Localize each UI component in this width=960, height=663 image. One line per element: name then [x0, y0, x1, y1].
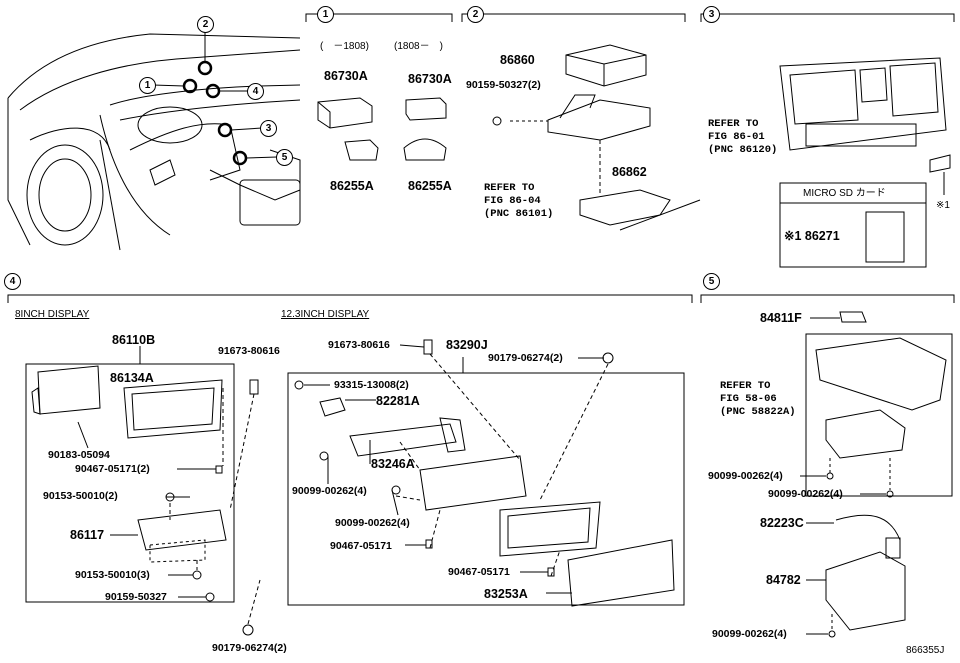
overview-leaders: [152, 34, 278, 159]
part-label: 83253A: [484, 587, 528, 601]
part-label: 86110B: [112, 333, 156, 347]
part-label: 90099-00262(4): [712, 628, 787, 640]
part-label: 90099-00262(4): [335, 517, 410, 529]
part-label: 86255A: [408, 179, 452, 193]
part-label: 90153-50010(3): [75, 569, 150, 581]
ref-line-1: REFER TO: [484, 182, 535, 194]
leaders-12inch-solid: [304, 344, 604, 594]
leaders-8inch: [169, 388, 261, 625]
part-label: 83246A: [371, 457, 415, 471]
vehicle-interior-drawing: [7, 30, 301, 251]
part-label: 93315-13008(2): [334, 379, 409, 391]
ref-line-1: REFER TO: [720, 380, 771, 392]
callout-3: 3: [260, 120, 277, 137]
part-label: 90159-50327(2): [466, 79, 541, 91]
part-label: 86117: [70, 528, 105, 542]
ref-line-2: FIG 86-04: [484, 195, 541, 207]
micro-sd-card: [865, 211, 905, 263]
part-label: 82223C: [760, 516, 804, 530]
section-brackets: [7, 13, 955, 303]
part-label: 90099-00262(4): [708, 470, 783, 482]
part-label: 86255A: [330, 179, 374, 193]
part-label: 90179-06274(2): [212, 642, 287, 654]
ref-line-2: FIG 86-01: [708, 131, 765, 143]
callout-2: 2: [197, 16, 214, 33]
box-8inch: [25, 363, 235, 603]
section-4-number: 4: [4, 273, 21, 290]
part-label: 90159-50327: [105, 591, 167, 603]
part-label: 82281A: [376, 394, 420, 408]
part-label: 84811F: [760, 311, 802, 325]
part-label: 90099-00262(4): [292, 485, 367, 497]
micro-sd-title: MICRO SD カード: [803, 188, 886, 199]
ref-line-2: FIG 58-06: [720, 393, 777, 405]
console-drawings: [800, 311, 947, 638]
range-after: (1808－ ): [394, 41, 443, 52]
part-label: 91673-80616: [218, 345, 280, 357]
head-unit-drawing: [779, 57, 951, 195]
section-5-number: 5: [703, 273, 720, 290]
part-label: 83290J: [446, 338, 488, 352]
box-12inch: [287, 372, 685, 606]
part-label: 90179-06274(2): [488, 352, 563, 364]
section2-drawings: [492, 44, 701, 231]
ref-line-3: (PNC 86120): [708, 144, 778, 156]
callout-1: 1: [139, 77, 156, 94]
ref-line-3: (PNC 58822A): [720, 406, 796, 418]
section-1-number: 1: [317, 6, 334, 23]
section-2-number: 2: [467, 6, 484, 23]
part-label: 84782: [766, 573, 801, 587]
display-8inch-drawings: [31, 365, 259, 636]
ref-line-1: REFER TO: [708, 118, 759, 130]
display-12inch-drawings: [294, 339, 675, 607]
callout-4: 4: [247, 83, 264, 100]
part-label: 86134A: [110, 371, 154, 385]
section-3-number: 3: [703, 6, 720, 23]
part-label: 86860: [500, 53, 535, 67]
range-before: ( －1808): [320, 41, 369, 52]
leaders-12inch: [395, 353, 609, 577]
ref-line-3: (PNC 86101): [484, 208, 554, 220]
part-label: 90467-05171(2): [75, 463, 150, 475]
part-label: 86862: [612, 165, 647, 179]
header-12inch-display: 12.3INCH DISPLAY: [281, 309, 370, 320]
part-label: 86730A: [408, 72, 452, 86]
micro-sd-box: [779, 182, 927, 268]
figure-id: 866355J: [906, 645, 945, 656]
header-8inch-display: 8INCH DISPLAY: [15, 309, 90, 320]
part-label: 90153-50010(2): [43, 490, 118, 502]
switch-drawings: [317, 97, 447, 161]
part-label: 91673-80616: [328, 339, 390, 351]
part-label: 90099-00262(4): [768, 488, 843, 500]
note-mark: ※1: [936, 200, 950, 211]
box-console: [805, 333, 953, 497]
part-label: 86730A: [324, 69, 368, 83]
part-leaders-solid: [77, 346, 216, 598]
part-label: ※1 86271: [784, 229, 840, 243]
part-label: 90183-05094: [48, 449, 110, 461]
callout-5: 5: [276, 149, 293, 166]
part-label: 90467-05171: [330, 540, 392, 552]
part-label: 90467-05171: [448, 566, 510, 578]
